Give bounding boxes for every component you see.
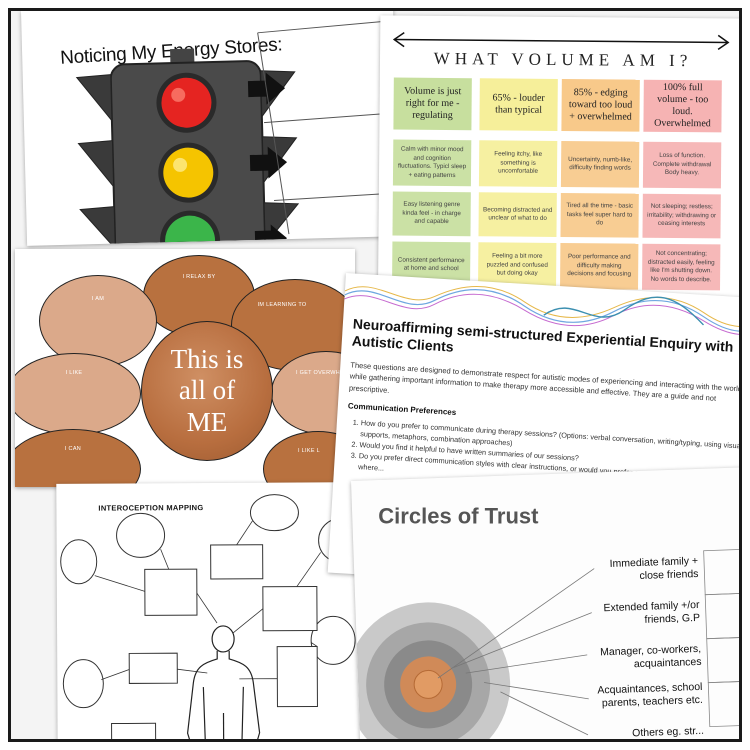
volume-sheet: WHAT VOLUME AM I? Volume is just right f… — [377, 15, 739, 337]
neuroaffirming-sheet: Neuroaffirming semi-structured Experient… — [327, 273, 739, 599]
energy-stores-sheet: Noticing My Energy Stores: — [21, 11, 400, 246]
interoception-diagram — [60, 494, 364, 739]
trust-circles-diagram — [351, 548, 739, 739]
volume-column-header: 85% - edging toward too loud + overwhelm… — [561, 79, 640, 132]
double-arrow-icon — [392, 32, 730, 50]
bubble-i-can: I CAN — [15, 429, 141, 487]
volume-cell: Uncertainty, numb-like, difficulty findi… — [560, 141, 640, 188]
bubble-i-like: I LIKE — [15, 353, 141, 435]
green-light-icon — [165, 215, 216, 246]
volume-title: WHAT VOLUME AM I? — [433, 48, 693, 71]
interoception-sheet: INTEROCEPTION MAPPING — [56, 482, 370, 739]
volume-cell: Calm with minor mood and cognition fluct… — [392, 139, 472, 187]
all-of-me-sheet: I RELAX BY I AM IM LEARNING TO I LIKE I … — [15, 249, 355, 487]
trust-label-2: Extended family +/or friends, G.P — [603, 598, 701, 626]
volume-table: Volume is just right for me - regulating… — [380, 15, 739, 337]
volume-column-header: Volume is just right for me - regulating — [393, 77, 472, 131]
volume-column-header: 100% full volume - too loud. Overwhelmed — [643, 79, 722, 133]
volume-cell: Not sleeping; restless; irritability; wi… — [642, 193, 721, 239]
trust-label-4: Acquaintances, school parents, teachers … — [597, 680, 704, 710]
volume-cell: Easy listening genre kinda feel - in cha… — [392, 191, 471, 237]
volume-cell: Poor performance and difficulty making d… — [560, 242, 639, 290]
volume-cell: Loss of function. Complete withdrawal Bo… — [642, 141, 722, 189]
volume-cell: Tired all the time - basic tasks feel su… — [560, 192, 639, 238]
traffic-light-illustration — [75, 21, 391, 246]
center-bubble: This is all of ME — [141, 321, 273, 461]
trust-label-5: Others eg. str... — [631, 724, 705, 740]
volume-cell: Becoming distracted and unclear of what … — [478, 192, 557, 237]
body-outline-icon — [186, 625, 261, 739]
bubble-i-am: I AM — [39, 275, 157, 367]
communication-heading: Communication Preferences — [347, 401, 457, 417]
volume-cell: Feeling itchy, like something is uncomfo… — [478, 140, 558, 187]
collage-frame: Noticing My Energy Stores: — [8, 8, 742, 742]
decorative-waves — [344, 285, 739, 336]
trust-label-1: Immediate family + close friends — [609, 554, 699, 583]
circles-of-trust-sheet: Circles of Trust Immediate family + clos… — [351, 467, 739, 740]
volume-cell: Not concentrating; distracted easily, fe… — [642, 243, 721, 291]
trust-label-3: Manager, co-workers, acquaintances — [599, 642, 702, 671]
volume-column-header: 65% - louder than typical — [479, 78, 558, 131]
